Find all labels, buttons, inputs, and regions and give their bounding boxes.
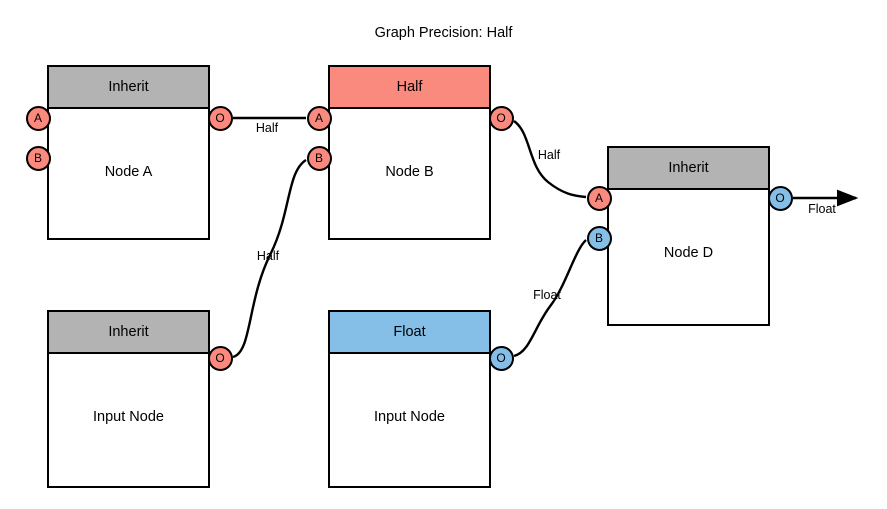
node-body-node-b: Node B: [330, 109, 489, 238]
node-body-node-a: Node A: [49, 109, 208, 238]
node-body-input-node-middle: Input Node: [330, 354, 489, 486]
node-label-node-b: Node B: [385, 164, 434, 180]
edge-label-edge-d-output: Float: [808, 202, 836, 216]
port-input-b-node-d[interactable]: B: [586, 225, 612, 251]
port-output-o-node-b[interactable]: O: [488, 105, 514, 131]
edge-label-edge-inputmiddle-to-d: Float: [533, 288, 561, 302]
node-header-node-a: Inherit: [49, 67, 208, 109]
node-body-node-d: Node D: [609, 190, 768, 324]
node-label-input-node-middle: Input Node: [374, 409, 445, 425]
edge-edge-inputleft-to-b[interactable]: [232, 158, 307, 359]
port-input-a-node-d[interactable]: A: [586, 185, 612, 211]
edge-label-edge-inputleft-to-b: Half: [256, 249, 280, 263]
edge-label-edge-a-to-b: Half: [255, 121, 279, 135]
port-output-o-node-d[interactable]: O: [767, 185, 793, 211]
port-output-o-node-a[interactable]: O: [207, 105, 233, 131]
node-label-node-d: Node D: [663, 245, 714, 261]
port-input-a-node-a[interactable]: A: [25, 105, 51, 131]
node-header-input-node-middle: Float: [330, 312, 489, 354]
node-label-input-node-left: Input Node: [93, 409, 164, 425]
edge-edge-b-to-d[interactable]: [513, 120, 587, 199]
port-input-a-node-b[interactable]: A: [306, 105, 332, 131]
page-title: Graph Precision: Half: [374, 25, 513, 41]
edge-label-edge-b-to-d: Half: [537, 148, 561, 162]
edge-edge-inputmiddle-to-d[interactable]: [513, 239, 587, 358]
node-header-node-d: Inherit: [609, 148, 768, 190]
node-body-input-node-left: Input Node: [49, 354, 208, 486]
node-header-node-b: Half: [330, 67, 489, 109]
port-input-b-node-b[interactable]: B: [306, 145, 332, 171]
port-input-b-node-a[interactable]: B: [25, 145, 51, 171]
node-label-node-a: Node A: [104, 164, 153, 180]
node-header-input-node-left: Inherit: [49, 312, 208, 354]
port-output-o-input-node-middle[interactable]: O: [488, 345, 514, 371]
port-output-o-input-node-left[interactable]: O: [207, 345, 233, 371]
